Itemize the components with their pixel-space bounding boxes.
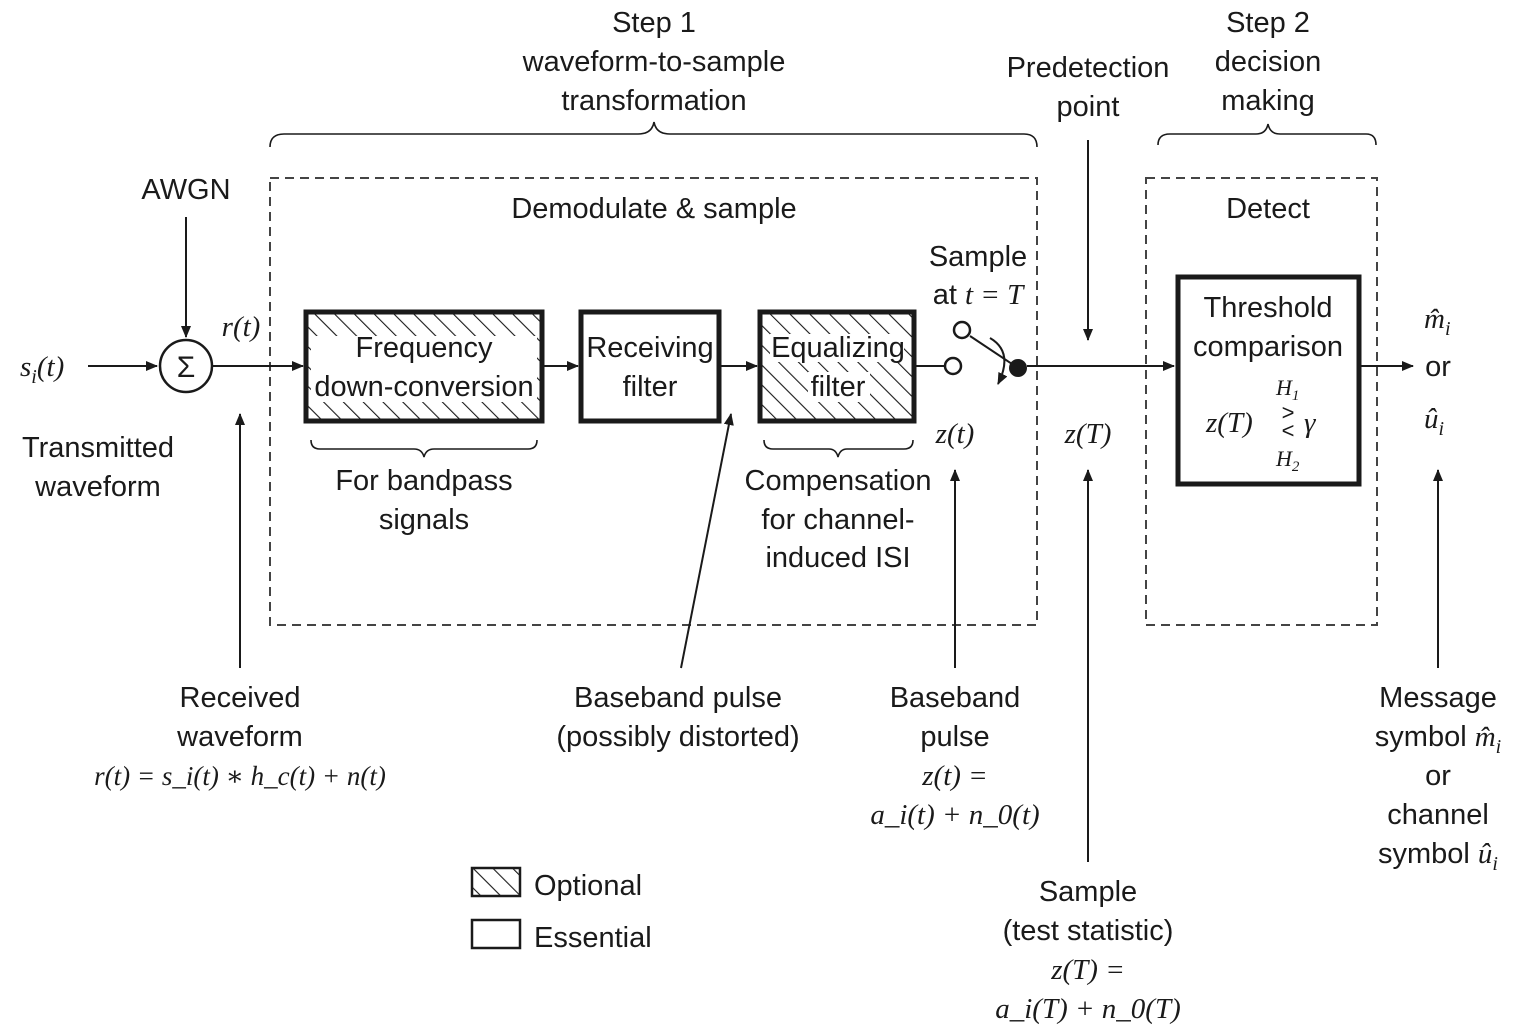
received-signal-label: r(t) bbox=[222, 311, 261, 343]
step1-label: Step 1 waveform-to-sample transformation bbox=[522, 7, 786, 117]
svg-text:(possibly distorted): (possibly distorted) bbox=[556, 721, 799, 753]
sampling-switch bbox=[943, 320, 1027, 385]
awgn-label: AWGN bbox=[141, 174, 230, 206]
receiving-filter-block: Receiving filter bbox=[578, 309, 722, 424]
svg-text:>: > bbox=[1282, 400, 1295, 425]
svg-text:Received: Received bbox=[180, 682, 301, 714]
svg-text:for channel-: for channel- bbox=[761, 504, 914, 536]
frequency-down-conversion-block: Frequency down-conversion bbox=[303, 309, 545, 424]
svg-text:waveform: waveform bbox=[34, 471, 161, 503]
z-t-label: z(t) bbox=[935, 418, 975, 450]
svg-text:Threshold: Threshold bbox=[1204, 292, 1333, 324]
svg-text:Step 1: Step 1 bbox=[612, 7, 696, 39]
svg-text:m̂i: m̂i bbox=[1424, 303, 1451, 340]
svg-text:waveform: waveform bbox=[176, 721, 303, 753]
svg-text:filter: filter bbox=[623, 371, 678, 403]
svg-text:Predetection: Predetection bbox=[1007, 52, 1170, 84]
legend-optional-label: Optional bbox=[534, 870, 642, 902]
svg-text:Receiving: Receiving bbox=[586, 332, 713, 364]
svg-text:Step 2: Step 2 bbox=[1226, 7, 1310, 39]
svg-text:Sample: Sample bbox=[1039, 876, 1137, 908]
svg-text:making: making bbox=[1221, 85, 1315, 117]
summing-junction: Σ bbox=[158, 338, 214, 394]
svg-text:a_i(t) + n_0(t): a_i(t) + n_0(t) bbox=[870, 799, 1039, 831]
svg-text:pulse: pulse bbox=[920, 721, 989, 753]
step1-brace bbox=[269, 121, 1038, 148]
svg-text:z(T) =: z(T) = bbox=[1050, 954, 1125, 986]
baseband-pulse-note: Baseband pulse z(t) = a_i(t) + n_0(t) bbox=[870, 682, 1039, 831]
svg-text:symbol m̂i: symbol m̂i bbox=[1375, 721, 1501, 758]
svg-text:at t = T: at t = T bbox=[933, 279, 1025, 311]
isi-note: Compensation for channel- induced ISI bbox=[745, 465, 932, 574]
svg-text:induced ISI: induced ISI bbox=[765, 542, 910, 574]
svg-text:(test statistic): (test statistic) bbox=[1003, 915, 1174, 947]
svg-text:Transmitted: Transmitted bbox=[22, 432, 174, 464]
svg-text:Compensation: Compensation bbox=[745, 465, 932, 497]
baseband-distorted-note: Baseband pulse (possibly distorted) bbox=[556, 682, 799, 753]
input-signal-label: si(t) bbox=[20, 351, 64, 388]
svg-text:ûi: ûi bbox=[1424, 403, 1444, 440]
sample-statistic-note: Sample (test statistic) z(T) = a_i(T) + … bbox=[995, 876, 1181, 1025]
svg-text:γ: γ bbox=[1304, 407, 1317, 439]
svg-text:z(t) =: z(t) = bbox=[921, 760, 987, 792]
svg-text:point: point bbox=[1057, 91, 1120, 123]
legend-optional-swatch bbox=[470, 866, 522, 898]
svg-text:Message: Message bbox=[1379, 682, 1497, 714]
svg-text:waveform-to-sample: waveform-to-sample bbox=[522, 46, 786, 78]
svg-text:Sample: Sample bbox=[929, 241, 1027, 273]
svg-text:comparison: comparison bbox=[1193, 331, 1343, 363]
transmitted-waveform-label: Transmitted waveform bbox=[22, 432, 174, 503]
legend-essential-label: Essential bbox=[534, 922, 652, 954]
svg-text:decision: decision bbox=[1215, 46, 1321, 78]
demodulate-sample-group bbox=[269, 177, 1038, 626]
threshold-comparison-block: Threshold comparison H1 z(T) > < γ H2 bbox=[1175, 274, 1362, 487]
legend: Optional Essential bbox=[470, 866, 652, 954]
detect-group bbox=[1145, 177, 1378, 626]
step2-label: Step 2 decision making bbox=[1215, 7, 1321, 117]
demodulate-sample-title: Demodulate & sample bbox=[511, 193, 796, 225]
svg-text:r(t) = s_i(t) ∗ h_c(t) + n(t): r(t) = s_i(t) ∗ h_c(t) + n(t) bbox=[94, 761, 386, 791]
output-symbol-label: m̂i or ûi bbox=[1424, 303, 1451, 440]
baseband-distorted-pointer bbox=[680, 413, 734, 669]
svg-text:Baseband pulse: Baseband pulse bbox=[574, 682, 782, 714]
predetection-point-label: Predetection point bbox=[1007, 52, 1170, 123]
svg-text:or: or bbox=[1425, 760, 1451, 792]
svg-text:transformation: transformation bbox=[561, 85, 746, 117]
isi-brace bbox=[763, 439, 914, 458]
svg-text:signals: signals bbox=[379, 504, 469, 536]
legend-essential-swatch bbox=[470, 918, 522, 950]
bandpass-brace bbox=[310, 439, 538, 458]
svg-text:filter: filter bbox=[811, 371, 866, 403]
svg-text:Frequency: Frequency bbox=[355, 332, 493, 364]
svg-text:down-conversion: down-conversion bbox=[314, 371, 533, 403]
svg-text:Σ: Σ bbox=[177, 351, 196, 384]
svg-text:H2: H2 bbox=[1275, 446, 1300, 475]
svg-text:channel: channel bbox=[1387, 799, 1489, 831]
svg-text:a_i(T) + n_0(T): a_i(T) + n_0(T) bbox=[995, 993, 1181, 1025]
equalizing-filter-block: Equalizing filter bbox=[757, 309, 917, 424]
detect-title: Detect bbox=[1226, 193, 1310, 225]
svg-text:or: or bbox=[1425, 351, 1451, 383]
svg-text:H1: H1 bbox=[1275, 375, 1299, 404]
z-T-label: z(T) bbox=[1064, 418, 1112, 450]
svg-text:<: < bbox=[1282, 418, 1295, 443]
sample-at-t-label: Sample at t = T bbox=[929, 241, 1027, 311]
received-waveform-note: Received waveform r(t) = s_i(t) ∗ h_c(t)… bbox=[94, 682, 386, 791]
step2-brace bbox=[1157, 123, 1377, 146]
svg-text:Baseband: Baseband bbox=[890, 682, 1021, 714]
svg-text:symbol ûi: symbol ûi bbox=[1378, 838, 1498, 875]
svg-text:Equalizing: Equalizing bbox=[771, 332, 905, 364]
bandpass-note: For bandpass signals bbox=[335, 465, 512, 536]
svg-text:z(T): z(T) bbox=[1205, 407, 1253, 439]
svg-text:For bandpass: For bandpass bbox=[335, 465, 512, 497]
message-symbol-note: Message symbol m̂i or channel symbol ûi bbox=[1375, 682, 1501, 875]
